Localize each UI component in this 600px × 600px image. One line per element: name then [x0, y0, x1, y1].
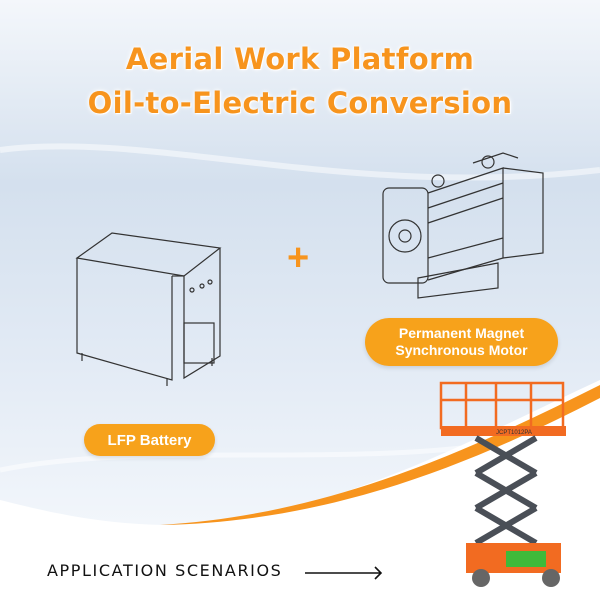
plus-icon: + — [287, 237, 310, 279]
scissor-lift-image: JCPT1012PA — [439, 381, 566, 587]
title-line-2: Oil-to-Electric Conversion — [87, 86, 513, 120]
motor-label-line-1: Permanent Magnet — [398, 325, 525, 341]
lift-model-text: JCPT1012PA — [496, 430, 532, 436]
pm-motor-image — [382, 152, 544, 299]
motor-label-line-2: Synchronous Motor — [395, 342, 528, 358]
motor-label: Permanent Magnet Synchronous Motor — [365, 318, 558, 366]
battery-label: LFP Battery — [84, 424, 215, 456]
application-scenarios-label: APPLICATION SCENARIOS — [47, 561, 283, 580]
title-line-1: Aerial Work Platform — [125, 42, 475, 76]
application-scenarios-link[interactable]: APPLICATION SCENARIOS — [47, 561, 282, 580]
arrow-right-icon — [305, 566, 383, 580]
lfp-battery-image — [75, 232, 222, 386]
